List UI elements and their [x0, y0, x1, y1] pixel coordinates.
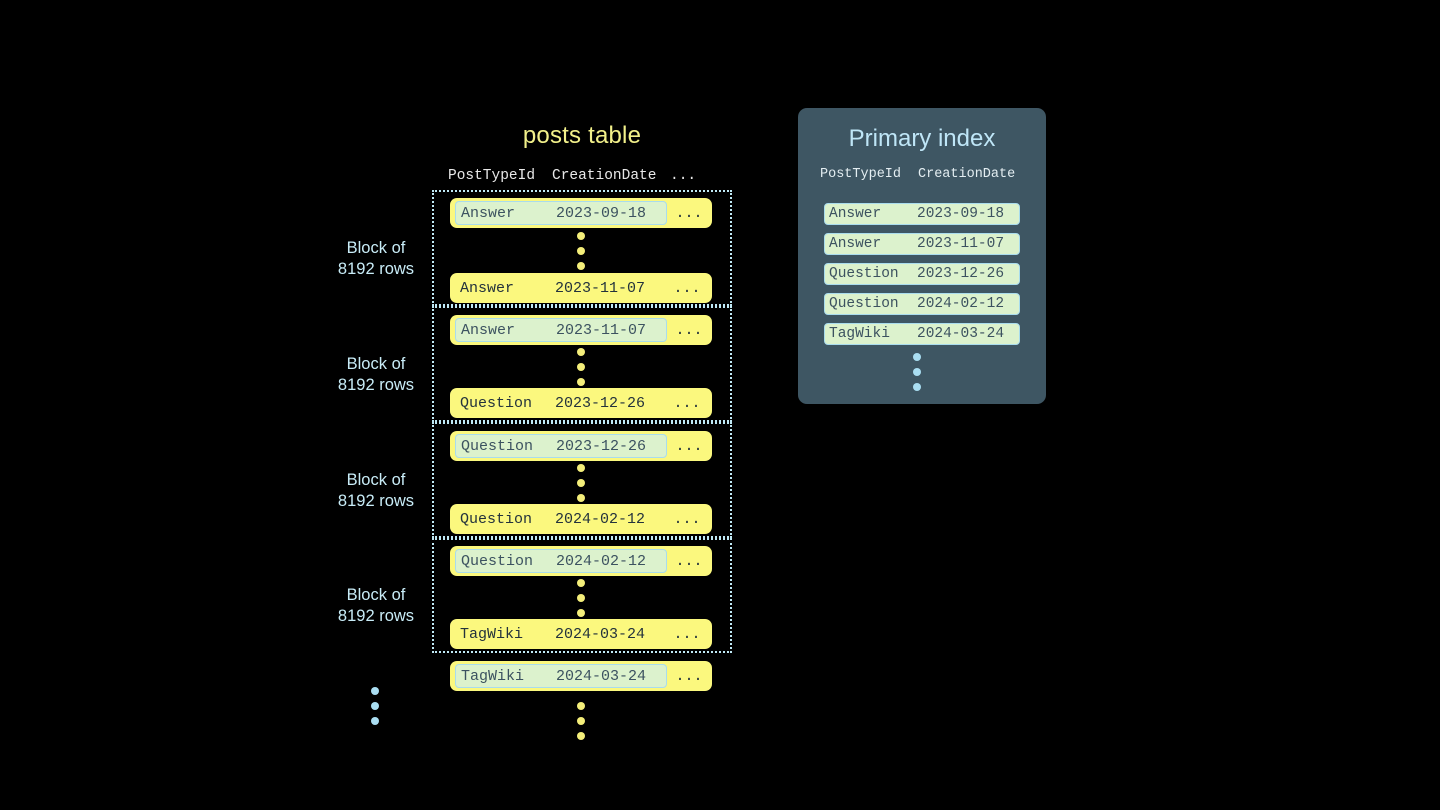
row-posttypeid: TagWiki [460, 625, 524, 643]
row-more: ... [675, 437, 703, 455]
row-more: ... [673, 279, 701, 297]
index-posttypeid: Question [829, 296, 899, 312]
row-more: ... [673, 625, 701, 643]
row-posttypeid: Question [461, 552, 534, 570]
index-creationdate: 2024-03-24 [917, 326, 1005, 342]
block-1-label-line2: 8192 rows [337, 260, 415, 278]
row-more: ... [673, 394, 701, 412]
row-creationdate: 2023-11-07 [556, 321, 647, 339]
index-column-header-posttypeid: PostTypeId [820, 167, 902, 182]
index-row[interactable]: TagWiki 2024-03-24 [824, 323, 1020, 345]
column-header-posttypeid: PostTypeId [448, 168, 536, 184]
index-creationdate: 2024-02-12 [917, 296, 1005, 312]
index-row[interactable]: Answer 2023-09-18 [824, 203, 1020, 225]
block-3-label-line2: 8192 rows [337, 492, 415, 510]
row-creationdate: 2023-12-26 [556, 437, 647, 455]
block-1 [432, 190, 732, 306]
table-continuation-ellipsis-icon [577, 702, 585, 740]
row-posttypeid: Answer [461, 204, 516, 222]
block-2-label: Block of 8192 rows [312, 354, 440, 396]
row-posttypeid: Answer [460, 279, 515, 297]
index-posttypeid: Answer [829, 206, 882, 222]
blocks-continuation-ellipsis-icon [371, 687, 379, 725]
index-creationdate: 2023-11-07 [917, 236, 1005, 252]
row-posttypeid: Question [460, 394, 533, 412]
block-4-label: Block of 8192 rows [312, 585, 440, 627]
table-row[interactable]: Answer 2023-09-18 ... [450, 198, 712, 228]
row-posttypeid: Answer [461, 321, 516, 339]
block-1-label: Block of 8192 rows [312, 238, 440, 280]
block-2-label-line1: Block of [346, 355, 406, 373]
index-creationdate: 2023-12-26 [917, 266, 1005, 282]
index-column-header-creationdate: CreationDate [918, 167, 1016, 182]
row-posttypeid: Question [460, 510, 533, 528]
index-posttypeid: Answer [829, 236, 882, 252]
row-posttypeid: TagWiki [461, 667, 525, 685]
index-row[interactable]: Answer 2023-11-07 [824, 233, 1020, 255]
table-row[interactable]: TagWiki 2024-03-24 ... [450, 661, 712, 691]
row-creationdate: 2024-02-12 [555, 510, 646, 528]
block-2 [432, 306, 732, 422]
page-title: posts table [522, 122, 642, 149]
index-posttypeid: Question [829, 266, 899, 282]
row-posttypeid: Question [461, 437, 534, 455]
row-creationdate: 2023-12-26 [555, 394, 646, 412]
row-ellipsis-icon [577, 464, 585, 502]
block-3 [432, 422, 732, 538]
row-ellipsis-icon [577, 579, 585, 617]
table-row[interactable]: Answer 2023-11-07 ... [450, 273, 712, 303]
block-4 [432, 538, 732, 653]
row-more: ... [675, 204, 703, 222]
block-3-label: Block of 8192 rows [312, 470, 440, 512]
row-creationdate: 2024-03-24 [556, 667, 647, 685]
index-posttypeid: TagWiki [829, 326, 890, 342]
row-creationdate: 2024-02-12 [556, 552, 647, 570]
table-row[interactable]: Question 2024-02-12 ... [450, 504, 712, 534]
primary-index-title: Primary index [848, 125, 996, 152]
row-creationdate: 2023-09-18 [556, 204, 647, 222]
row-creationdate: 2024-03-24 [555, 625, 646, 643]
table-row[interactable]: TagWiki 2024-03-24 ... [450, 619, 712, 649]
index-row[interactable]: Question 2023-12-26 [824, 263, 1020, 285]
row-more: ... [675, 667, 703, 685]
row-creationdate: 2023-11-07 [555, 279, 646, 297]
index-continuation-ellipsis-icon [913, 353, 921, 391]
index-creationdate: 2023-09-18 [917, 206, 1005, 222]
block-4-label-line2: 8192 rows [337, 607, 415, 625]
row-more: ... [675, 552, 703, 570]
row-more: ... [675, 321, 703, 339]
column-header-more: ... [670, 168, 697, 184]
primary-index-panel: Primary index PostTypeId CreationDate An… [798, 108, 1046, 404]
table-row[interactable]: Answer 2023-11-07 ... [450, 315, 712, 345]
primary-index-column-headers: PostTypeId CreationDate [820, 167, 1026, 182]
row-ellipsis-icon [577, 232, 585, 270]
row-ellipsis-icon [577, 348, 585, 386]
block-3-label-line1: Block of [346, 471, 406, 489]
posts-table-column-headers: PostTypeId CreationDate ... [448, 166, 710, 186]
row-more: ... [673, 510, 701, 528]
block-1-label-line1: Block of [346, 239, 406, 257]
block-4-label-line1: Block of [346, 586, 406, 604]
table-row[interactable]: Question 2023-12-26 ... [450, 388, 712, 418]
table-row[interactable]: Question 2024-02-12 ... [450, 546, 712, 576]
column-header-creationdate: CreationDate [552, 168, 657, 184]
block-2-label-line2: 8192 rows [337, 376, 415, 394]
table-row[interactable]: Question 2023-12-26 ... [450, 431, 712, 461]
index-row[interactable]: Question 2024-02-12 [824, 293, 1020, 315]
